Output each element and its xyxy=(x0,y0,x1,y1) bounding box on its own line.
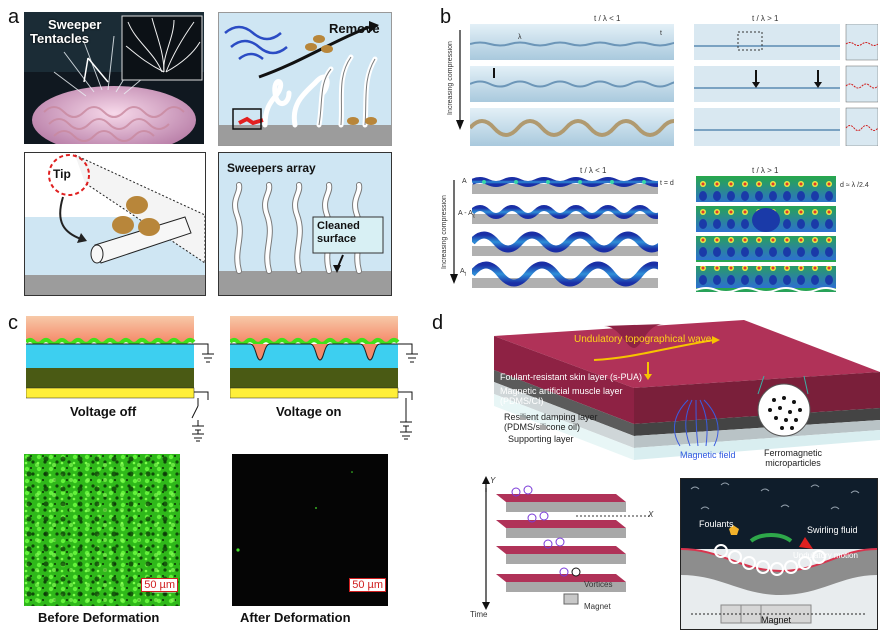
b-axis-label: Increasing compression xyxy=(447,41,454,115)
b-simulation-left xyxy=(469,176,671,292)
layer-skin: Foulant-resistant skin layer (s-PUA) xyxy=(500,372,643,382)
panel-label-a: a xyxy=(8,6,20,28)
panel-label-d: d xyxy=(432,312,444,334)
sweeper-photo: Sweeper Tentacles xyxy=(24,12,204,144)
voltage-on-label: Voltage on xyxy=(276,404,342,419)
axis-x: X xyxy=(648,510,654,519)
swirling-label: Swirling fluid xyxy=(807,525,858,535)
vortices-label: Vortices xyxy=(584,580,613,589)
layered-device xyxy=(494,318,880,466)
voltage-off-switch xyxy=(191,398,204,442)
tip-label: Tip xyxy=(53,167,71,181)
b-micrograph-right xyxy=(694,23,879,147)
wave-label: Undulatory topographical wave xyxy=(574,334,712,345)
b-sim-axis-label: Increasing compression xyxy=(441,195,448,269)
b-d-approx: d ≈ λ /2.4 xyxy=(840,182,869,189)
after-fluorescence: 50 µm xyxy=(232,454,388,606)
b-micrograph-left xyxy=(468,24,691,146)
magnet-label: Magnet xyxy=(584,602,611,611)
sweepers-array: Sweepers array Cleaned surface xyxy=(218,152,392,296)
before-label: Before Deformation xyxy=(38,610,160,625)
b-sim-axis-arrow xyxy=(450,180,458,284)
b-a-t: At xyxy=(460,268,467,278)
b-sim-header-left: t / λ < 1 xyxy=(580,166,607,175)
staircase-stack xyxy=(456,476,656,626)
magnetic-field-label: Magnetic field xyxy=(680,450,736,460)
swirling-zoom: Foulants Swirling fluid Undulatory motio… xyxy=(680,478,878,630)
before-fluorescence: 50 µm xyxy=(24,454,180,606)
layer-support: Supporting layer xyxy=(508,434,574,444)
remove-schematic: Remove xyxy=(218,12,392,146)
voltage-off-device xyxy=(24,316,216,400)
panel-label-c: c xyxy=(8,312,18,334)
cleaned-label: Cleaned surface xyxy=(317,220,360,245)
scale-bar-right: 50 µm xyxy=(349,578,386,592)
voltage-off-label: Voltage off xyxy=(70,404,137,419)
layer-damping: Resilient damping layer(PDMS/silicone oi… xyxy=(504,412,598,432)
layer-muscle: Magnetic artificial muscle layer(PDMS/CI… xyxy=(500,386,623,406)
b-t: t xyxy=(660,30,662,37)
b-header-right: t / λ > 1 xyxy=(752,14,779,23)
voltage-on-battery xyxy=(400,398,412,440)
time-label: Time xyxy=(470,610,488,619)
tip-schematic: Tip xyxy=(24,152,206,296)
b-a-minus-ac: A - Ac xyxy=(458,210,476,220)
scale-bar-left: 50 µm xyxy=(141,578,178,592)
after-label: After Deformation xyxy=(240,610,351,625)
voltage-on-device xyxy=(228,316,420,400)
b-sim-header-right: t / λ > 1 xyxy=(752,166,779,175)
undulatory-motion-label: Undulatory motion xyxy=(793,551,858,560)
axis-y: Y xyxy=(490,476,496,485)
foulants-label: Foulants xyxy=(699,519,734,529)
sweeper-label: Sweeper Tentacles xyxy=(30,17,102,46)
b-t-eq-d: t = d xyxy=(660,180,674,187)
b-lambda: λ xyxy=(518,34,522,41)
b-a-label: A xyxy=(462,178,467,185)
b-header-left: t / λ < 1 xyxy=(594,14,621,23)
panel-label-b: b xyxy=(440,6,452,28)
array-label: Sweepers array xyxy=(227,161,316,175)
remove-label: Remove xyxy=(329,21,380,36)
b-simulation-right xyxy=(695,176,837,293)
b-axis-arrow xyxy=(456,30,464,130)
magnet2-label: Magnet xyxy=(761,615,792,625)
